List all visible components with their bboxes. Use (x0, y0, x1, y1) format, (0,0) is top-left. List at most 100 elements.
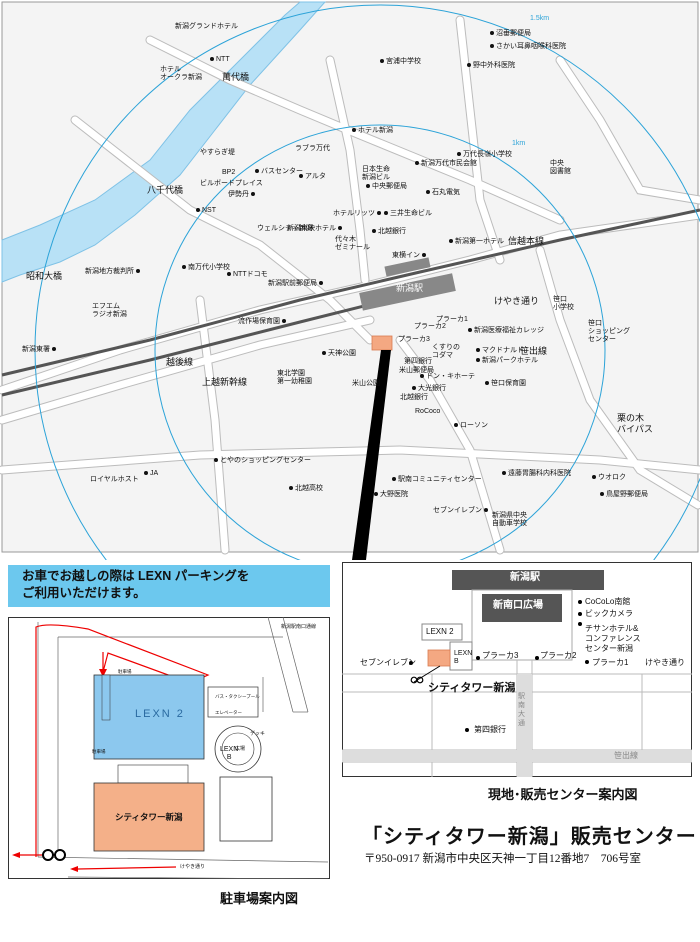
site-seven-label: セブンイレブン (360, 658, 416, 667)
parking-keyaki-label: けやき通り (180, 864, 206, 870)
landmark: 笹口保育園 (483, 380, 526, 388)
sales-address: 〒950-0917 新潟市中央区天神一丁目12番地7 706号室 (364, 853, 641, 865)
landmark: 米山公園 (352, 380, 380, 387)
landmark: 北越高校 (287, 485, 323, 493)
sales-title: 「シティタワー新潟」販売センター (362, 826, 697, 848)
landmark: 新潟県中央 自動車学校 (492, 512, 527, 527)
landmark: 新潟東署 (22, 346, 58, 354)
landmark: ラブラ万代 (295, 145, 330, 152)
radius-1km (154, 124, 606, 560)
parking-caption: 駐車場案内図 (220, 891, 299, 906)
site-map (342, 562, 692, 777)
landmark: ローソン (452, 422, 488, 430)
shinano-river (1, 1, 327, 283)
landmark: ウェルシティ新潟 (257, 225, 313, 232)
pointer (352, 350, 391, 560)
landmark: NTT (208, 56, 230, 64)
landmark: プラーカ1 (436, 316, 468, 323)
site-caption: 現地･販売センター案内図 (488, 787, 638, 802)
landmark: NTTドコモ (225, 271, 268, 279)
parking-elevator-label: エレベーター (215, 710, 242, 715)
label-keyaki: けやき通り (494, 296, 540, 306)
landmark: 新潟地方裁判所 (85, 268, 142, 276)
parking-tower-label: シティタワー新潟 (115, 812, 183, 822)
site-plaza-label: 新南口広場 (493, 600, 543, 611)
banner-line-1: お車でお越しの際は LEXN パーキングを (22, 569, 250, 583)
landmark: 流作場保育園 (238, 318, 288, 326)
landmark: さかい耳鼻咽喉科医院 (488, 43, 566, 51)
site-cocolo-label: CoCoLo南館 (585, 597, 631, 606)
landmark: NST (194, 207, 216, 215)
label-echigo: 越後線 (166, 357, 194, 367)
landmark: 野中外科医院 (465, 62, 515, 70)
landmark: 伊勢丹 (228, 191, 257, 199)
label-yachiyo-bridge: 八千代橋 (147, 185, 184, 195)
landmark: 新潟グランドホテル (175, 23, 238, 30)
label-niigata-station: 新潟駅 (396, 283, 424, 293)
landmark: 第四銀行 (404, 358, 432, 365)
landmark: ドン・キホーテ (418, 373, 475, 381)
landmark: BP2 (222, 169, 236, 176)
rail-line-2 (1, 290, 421, 397)
landmark: 中央郵便局 (364, 183, 407, 191)
landmark: ビルボードプレイス (200, 180, 263, 187)
landmark: 新潟医療福祉カレッジ (466, 327, 544, 335)
landmark: 天神公園 (320, 350, 356, 358)
landmark: 新潟駅前郵便局 (268, 280, 325, 288)
landmark: とやのショッピングセンター (212, 457, 311, 465)
landmark: 万代長嶺小学校 (455, 151, 512, 159)
landmark: 北越銀行 (400, 394, 428, 401)
landmark: 新潟万代市民会館 (413, 160, 477, 168)
landmark: 日本生命 新潟ビル (362, 166, 390, 181)
landmark: ロイヤルホスト (90, 476, 139, 483)
site-chisan-label: チサンホテル& コンファレンス センター新潟 (585, 624, 641, 653)
parking-road-top: 新潟駅南口通線 (281, 624, 317, 630)
landmark: 北越銀行 (370, 228, 406, 236)
label-yasuragi: やすらぎ堤 (200, 149, 235, 156)
landmark: ホテル オークラ新潟 (160, 66, 202, 81)
radius-1km-label: 1km (512, 140, 526, 147)
rail-line (1, 208, 700, 377)
site-plaka3-label: プラーカ3 (482, 651, 519, 660)
landmark: 中央 図書館 (550, 160, 571, 175)
landmark: 米山郵便局 (399, 367, 434, 374)
landmark: 東北学園 第一幼稚園 (277, 370, 312, 385)
site-lexn2-label: LEXN 2 (426, 627, 454, 636)
landmark: 沼垂郵便局 (488, 30, 531, 38)
radius-1-5km-label: 1.5km (530, 15, 550, 22)
parking-lexn2-label: LEXN 2 (135, 708, 185, 720)
area-map (0, 1, 700, 560)
landmark: 新潟パークホテル (474, 357, 538, 365)
label-showa-bridge: 昭和大橋 (26, 271, 63, 281)
landmark: RoCoco (415, 408, 441, 415)
landmark: 笹口 小学校 (553, 296, 574, 311)
landmark: 笹口 ショッピング センター (588, 320, 630, 343)
site-road-label: 駅南大通 (518, 693, 525, 727)
landmark: くすりの コダマ (432, 344, 460, 359)
lexn2-building (93, 674, 205, 760)
banner-line-2: ご利用いただけます。 (22, 586, 146, 600)
landmark: セブンイレブン (433, 507, 490, 515)
landmark: 三井生命ビル (382, 210, 432, 218)
landmark: 宮浦中学校 (378, 58, 421, 66)
site-tower (427, 649, 451, 667)
label-bandai-bridge: 萬代橋 (222, 72, 250, 82)
site-keyaki-label: けやき通り (645, 658, 685, 667)
landmark: バスセンター (253, 168, 303, 176)
parking-entrance-label: 駐車場 (118, 669, 132, 674)
site-tower-label: シティタワー新潟 (428, 682, 516, 694)
landmark: 東横イン (392, 252, 428, 260)
landmark: アルタ (297, 173, 326, 181)
landmark: プラーカ2 (414, 323, 446, 330)
site-station-label: 新潟駅 (510, 572, 540, 583)
label-joetsu: 上越新幹線 (202, 377, 248, 387)
site-daishi-label: 第四銀行 (474, 725, 506, 734)
landmark: 大野医院 (372, 491, 408, 499)
landmark: 大光銀行 (410, 385, 446, 393)
label-sasade: 笹出線 (520, 346, 548, 356)
landmark: プラーカ3 (398, 336, 430, 343)
landmark: 石丸電気 (424, 189, 460, 197)
landmark: 鳥屋野郵便局 (598, 491, 648, 499)
parking-deck-label: デッキ (250, 731, 266, 737)
site-bic-label: ビックカメラ (585, 609, 633, 618)
